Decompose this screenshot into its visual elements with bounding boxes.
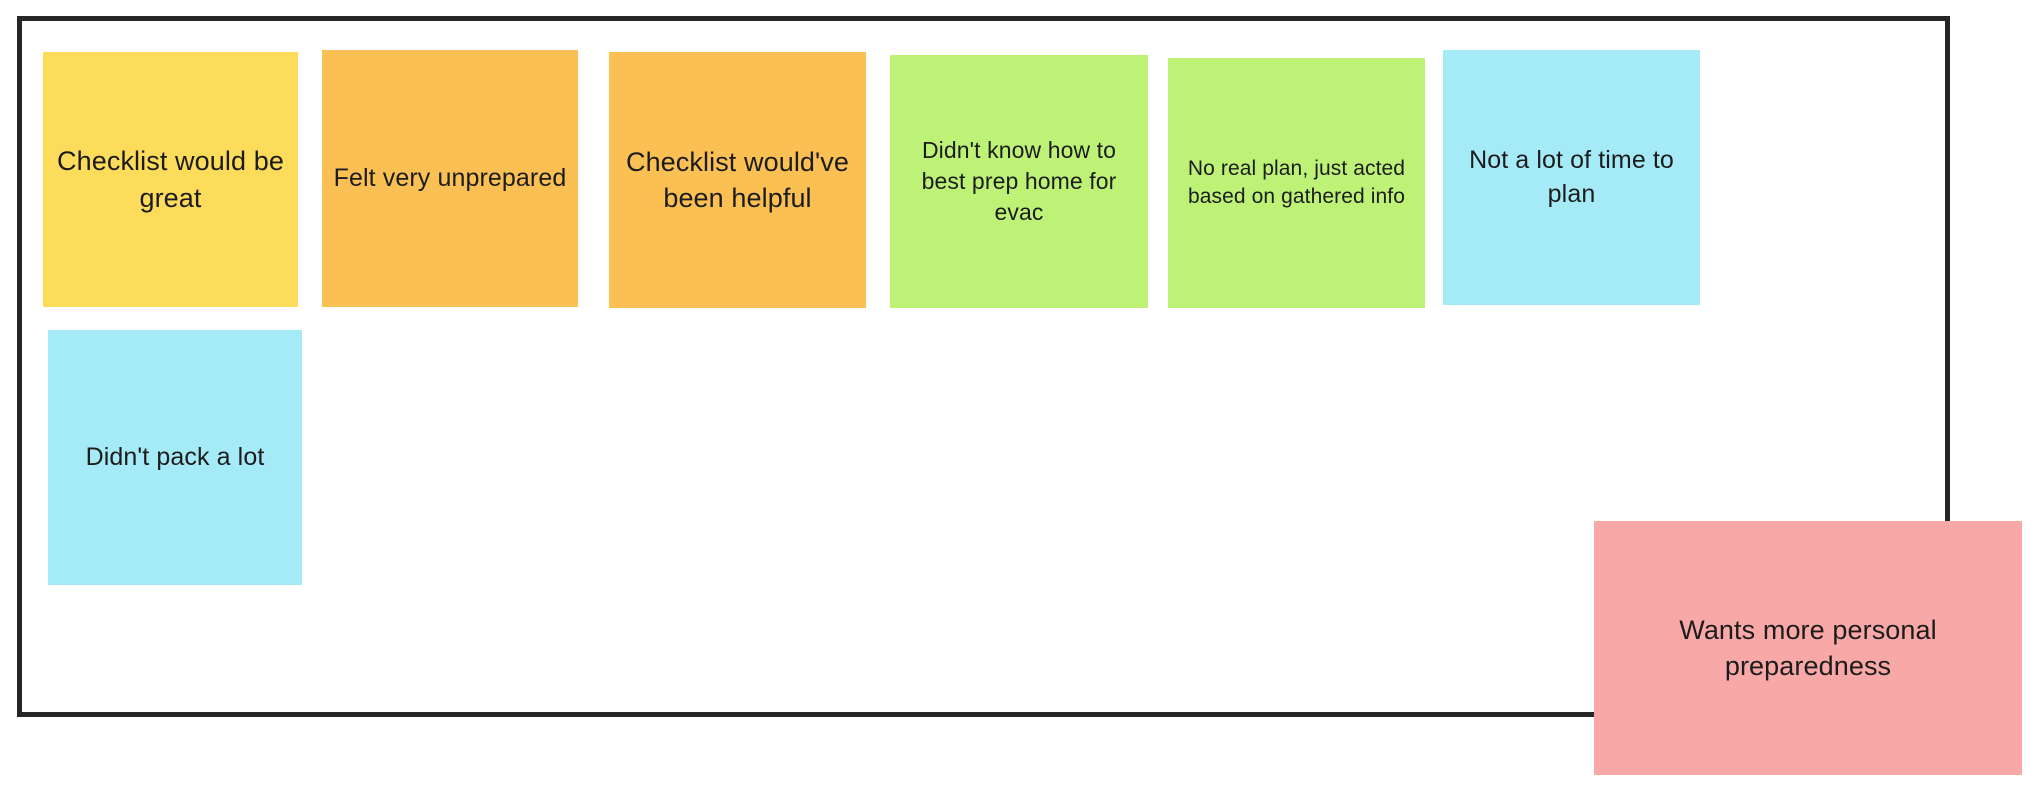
sticky-note[interactable]: Didn't know how to best prep home for ev… [890, 55, 1148, 308]
sticky-note-text: Wants more personal preparedness [1679, 614, 1937, 681]
sticky-note-text: Felt very unprepared [333, 163, 567, 192]
sticky-note-text: Not a lot of time to plan [1469, 146, 1674, 208]
sticky-note[interactable]: Wants more personal preparedness [1594, 521, 2022, 775]
sticky-note-text: Checklist would've been helpful [625, 146, 850, 213]
sticky-note[interactable]: Didn't pack a lot [48, 330, 302, 585]
sticky-note[interactable]: Felt very unprepared [322, 50, 578, 307]
sticky-note[interactable]: No real plan, just acted based on gather… [1168, 58, 1425, 308]
sticky-note[interactable]: Checklist would've been helpful [609, 52, 866, 308]
sticky-note-text: Checklist would be great [57, 146, 284, 213]
sticky-note[interactable]: Checklist would be great [43, 52, 298, 307]
sticky-note-text: Didn't know how to best prep home for ev… [921, 137, 1117, 225]
sticky-note-text: Didn't pack a lot [85, 442, 265, 471]
sticky-note-text: No real plan, just acted based on gather… [1187, 156, 1406, 208]
sticky-note[interactable]: Not a lot of time to plan [1443, 50, 1700, 305]
